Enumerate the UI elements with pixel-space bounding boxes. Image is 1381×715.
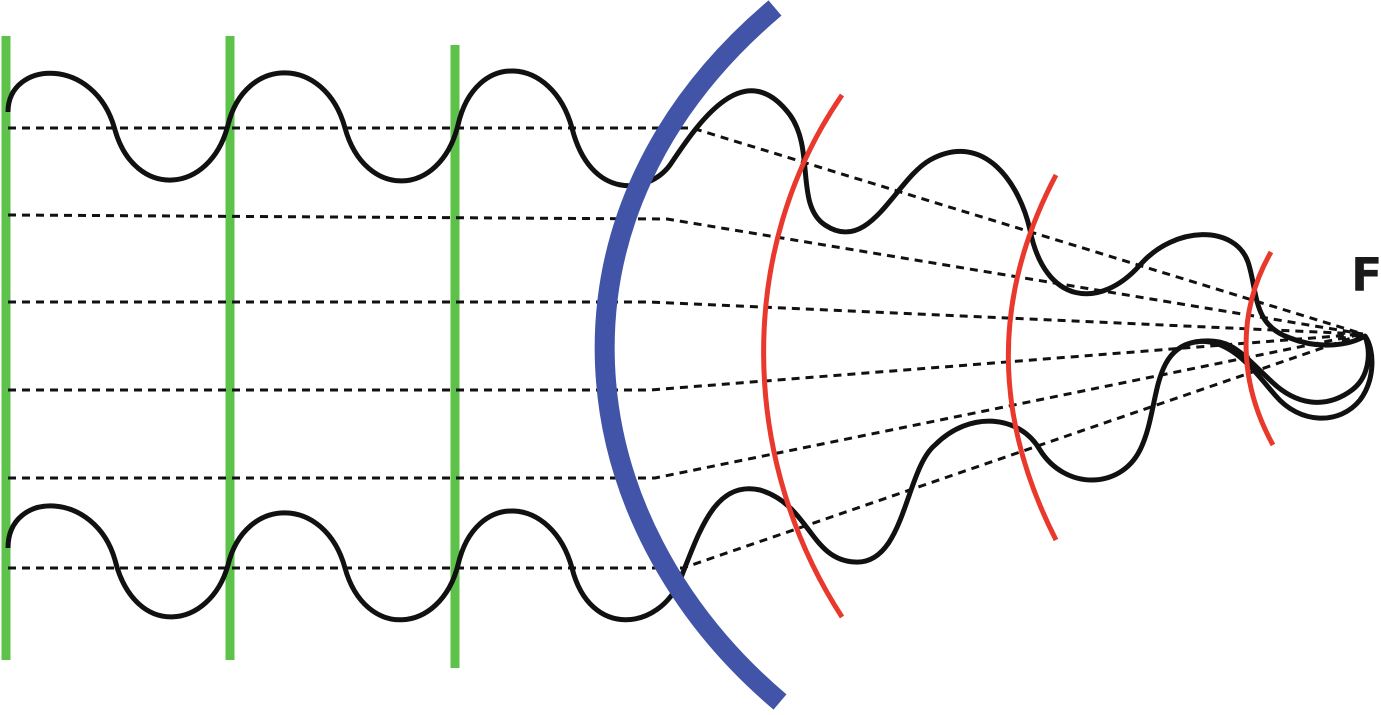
concave-mirror <box>594 0 787 710</box>
spherical-wavefront-1 <box>761 93 845 619</box>
spherical-wavefront-3 <box>1243 250 1276 447</box>
focus-label: F <box>1351 248 1381 302</box>
ray-2 <box>7 213 1364 336</box>
rays <box>7 126 1364 570</box>
spherical-wavefronts <box>761 93 1276 619</box>
ray-6 <box>8 332 1364 570</box>
ray-5 <box>8 332 1364 480</box>
spherical-wavefront-2 <box>1005 173 1059 542</box>
wave-top <box>5 68 1371 405</box>
wave-bottom <box>5 334 1375 623</box>
mirror-group <box>594 0 787 710</box>
ray-3 <box>8 300 1364 336</box>
plane-wavefronts <box>1 36 460 668</box>
ray-4 <box>8 332 1364 392</box>
waves <box>5 68 1375 623</box>
